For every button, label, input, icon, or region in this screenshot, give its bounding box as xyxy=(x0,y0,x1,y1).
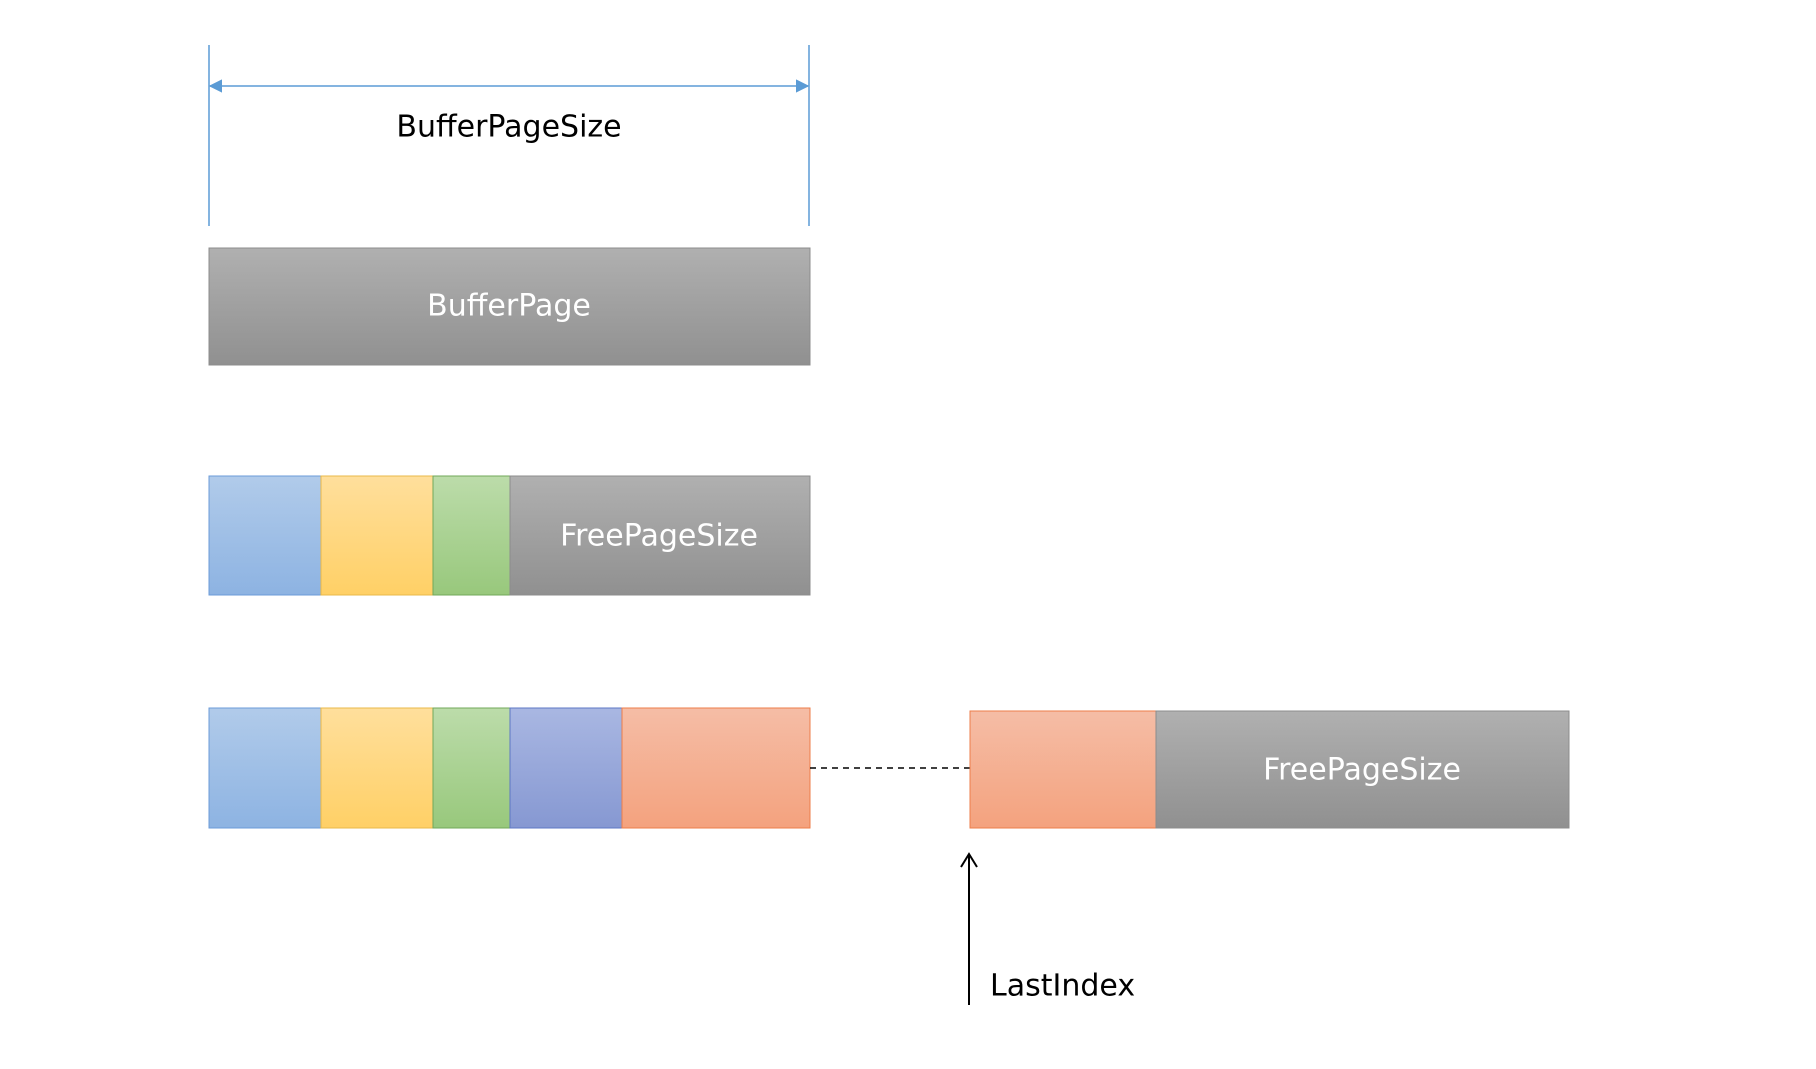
segment-green xyxy=(432,475,511,596)
buffer-page-block xyxy=(208,247,811,366)
segment-blue xyxy=(208,707,322,829)
free-space-block xyxy=(1155,710,1570,829)
last-index-label: LastIndex xyxy=(990,969,1135,1004)
last-index-arrowhead-icon xyxy=(960,852,978,868)
free-page-size-label: FreePageSize xyxy=(1263,753,1461,788)
full-page-row: FreePageSize xyxy=(208,707,1570,829)
segment-indigo xyxy=(509,707,623,829)
segment-salmon-continued xyxy=(969,710,1157,829)
partial-page-row: FreePageSize xyxy=(208,475,811,596)
buffer-page-row: BufferPage xyxy=(208,247,811,366)
segment-salmon xyxy=(621,707,811,829)
segment-yellow xyxy=(320,707,434,829)
segment-blue xyxy=(208,475,322,596)
buffer-page-label: BufferPage xyxy=(427,289,591,324)
free-page-size-label: FreePageSize xyxy=(560,519,758,554)
buffer-page-size-label: BufferPageSize xyxy=(396,110,621,145)
free-space-block xyxy=(509,475,811,596)
buffer-page-size-dimension: BufferPageSize xyxy=(208,45,810,226)
segment-green xyxy=(432,707,511,829)
last-index-pointer: LastIndex xyxy=(960,852,1135,1005)
segment-yellow xyxy=(320,475,434,596)
